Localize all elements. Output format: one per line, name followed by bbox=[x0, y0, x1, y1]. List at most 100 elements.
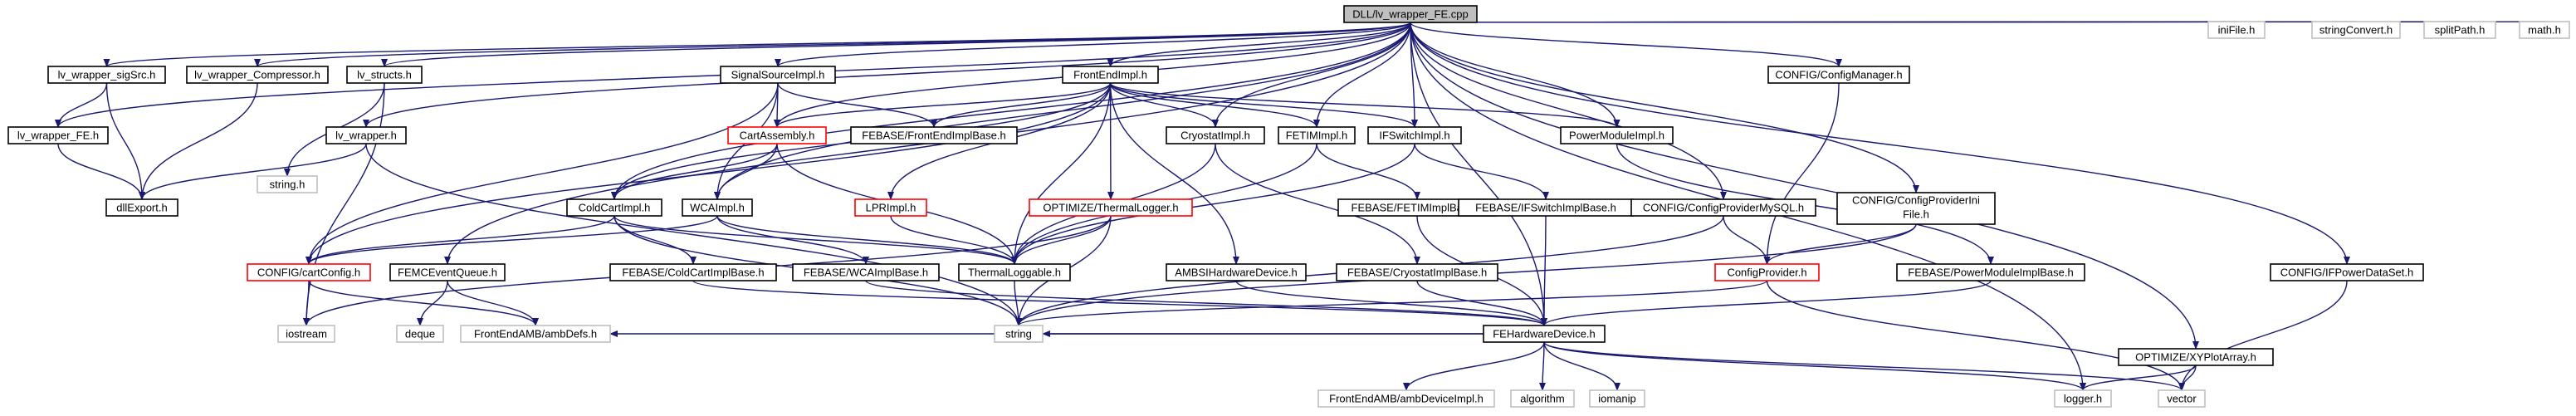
node-power-module-impl-base[interactable]: FEBASE/PowerModuleImplBase.h bbox=[1896, 263, 2085, 281]
node-label: FrontEndImpl.h bbox=[1073, 68, 1147, 81]
node-label: CONFIG/ConfigProviderMySQL.h bbox=[1643, 201, 1804, 213]
node-label: algorithm bbox=[1520, 392, 1564, 404]
node-algorithm[interactable]: algorithm bbox=[1510, 389, 1575, 408]
node-lprimpl[interactable]: LPRImpl.h bbox=[854, 198, 927, 217]
edge-front-end-impl-to-cart-config bbox=[306, 82, 1112, 265]
node-vector[interactable]: vector bbox=[2158, 389, 2206, 408]
node-ambsihardware-device[interactable]: AMBSIHardwareDevice.h bbox=[1166, 263, 1307, 281]
node-label: CONFIG/ConfigManager.h bbox=[1775, 68, 1902, 81]
node-config-manager[interactable]: CONFIG/ConfigManager.h bbox=[1767, 66, 1910, 84]
node-box bbox=[1714, 263, 1820, 281]
node-lv-wrapper-compressor[interactable]: lv_wrapper_Compressor.h bbox=[186, 66, 329, 84]
node-label: CartAssembly.h bbox=[740, 129, 815, 141]
node-box bbox=[792, 263, 940, 281]
node-root[interactable]: DLL/lv_wrapper_FE.cpp bbox=[1343, 5, 1478, 23]
edge-cart-assembly-to-cold-cart-impl bbox=[611, 143, 778, 200]
node-iostream[interactable]: iostream bbox=[277, 325, 335, 343]
node-label: OPTIMIZE/ThermalLogger.h bbox=[1043, 201, 1178, 213]
edge-root-to-xyplot-array bbox=[1410, 22, 2199, 350]
node-dll-export[interactable]: dllExport.h bbox=[105, 198, 178, 217]
edge-front-end-impl-to-cryostat-impl bbox=[1109, 82, 1219, 128]
node-xyplot-array[interactable]: OPTIMIZE/XYPlotArray.h bbox=[2118, 348, 2274, 366]
node-front-end-impl-base[interactable]: FEBASE/FrontEndImplBase.h bbox=[850, 126, 1018, 144]
node-cold-cart-impl-base[interactable]: FEBASE/ColdCartImplBase.h bbox=[609, 263, 777, 281]
edge-root-to-lv-wrapper-compressor bbox=[254, 22, 1411, 67]
node-box bbox=[1278, 126, 1356, 144]
node-fetimimpl-base[interactable]: FEBASE/FETIMImplBase.h bbox=[1337, 198, 1497, 217]
edge-front-end-impl-to-cart-assembly bbox=[774, 82, 1112, 128]
node-label: iniFile.h bbox=[2218, 23, 2256, 36]
node-string-convert[interactable]: stringConvert.h bbox=[2311, 21, 2401, 39]
node-label: FEBASE/ColdCartImplBase.h bbox=[622, 266, 764, 278]
node-lv-wrapper[interactable]: lv_wrapper.h bbox=[325, 126, 407, 144]
edge-ifswitch-impl-to-ifswitch-impl-base bbox=[1414, 143, 1549, 200]
edge-cryostat-impl-base-to-fehardware-device bbox=[1416, 280, 1547, 326]
edge-signal-source-impl-to-cart-config bbox=[306, 82, 779, 265]
node-label: FrontEndAMB/ambDeviceImpl.h bbox=[1329, 392, 1484, 404]
node-box bbox=[460, 325, 611, 343]
node-label: string.h bbox=[270, 178, 306, 190]
edge-front-end-impl-to-thermal-logger bbox=[1107, 82, 1114, 200]
node-wcaimpl[interactable]: WCAImpl.h bbox=[682, 198, 753, 217]
node-fehardware-device[interactable]: FEHardwareDevice.h bbox=[1483, 325, 1606, 343]
node-lv-wrapper-sig-src[interactable]: lv_wrapper_sigSrc.h bbox=[47, 66, 166, 84]
node-femcevent-queue[interactable]: FEMCEventQueue.h bbox=[389, 263, 506, 281]
node-label: lv_wrapper_Compressor.h bbox=[194, 68, 320, 81]
node-iomanip[interactable]: iomanip bbox=[1589, 389, 1645, 408]
node-lv-structs[interactable]: lv_structs.h bbox=[346, 66, 423, 84]
node-label: CONFIG/IFPowerDataSet.h bbox=[2280, 266, 2413, 278]
node-math[interactable]: math.h bbox=[2519, 21, 2570, 39]
node-cryostat-impl[interactable]: CryostatImpl.h bbox=[1166, 126, 1265, 144]
edge-lv-wrapper-fe-to-dll-export bbox=[57, 143, 145, 200]
node-label: lv_structs.h bbox=[357, 68, 412, 81]
node-box bbox=[994, 325, 1044, 343]
node-wcaimpl-base[interactable]: FEBASE/WCAImplBase.h bbox=[792, 263, 940, 281]
node-signal-source-impl[interactable]: SignalSourceImpl.h bbox=[720, 66, 836, 84]
node-fetimimpl[interactable]: FETIMImpl.h bbox=[1278, 126, 1356, 144]
node-label: FEBASE/CryostatImplBase.h bbox=[1347, 266, 1487, 278]
node-deque[interactable]: deque bbox=[396, 325, 444, 343]
node-string[interactable]: string bbox=[994, 325, 1044, 343]
node-layer: DLL/lv_wrapper_FE.cpp lv_wrapper_sigSrc.h… bbox=[7, 5, 2570, 408]
edge-root-to-lv-structs bbox=[381, 22, 1411, 67]
node-amb-device-impl[interactable]: FrontEndAMB/ambDeviceImpl.h bbox=[1317, 389, 1495, 408]
node-cold-cart-impl[interactable]: ColdCartImpl.h bbox=[566, 198, 662, 217]
node-box bbox=[720, 66, 836, 84]
edge-root-to-signal-source-impl bbox=[775, 22, 1411, 67]
node-ifswitch-impl-base[interactable]: FEBASE/IFSwitchImplBase.h bbox=[1458, 198, 1634, 217]
edge-fehardware-device-to-iomanip bbox=[1543, 341, 1620, 391]
node-cart-config[interactable]: CONFIG/cartConfig.h bbox=[247, 263, 371, 281]
node-split-path[interactable]: splitPath.h bbox=[2423, 21, 2496, 39]
node-box bbox=[1510, 389, 1575, 408]
node-ini-file[interactable]: iniFile.h bbox=[2207, 21, 2266, 39]
node-stringh[interactable]: string.h bbox=[257, 175, 318, 193]
node-config-provider[interactable]: ConfigProvider.h bbox=[1714, 263, 1820, 281]
node-power-module-impl[interactable]: PowerModuleImpl.h bbox=[1560, 126, 1674, 144]
node-label: lv_wrapper.h bbox=[335, 129, 397, 141]
node-thermal-logger[interactable]: OPTIMIZE/ThermalLogger.h bbox=[1029, 198, 1193, 217]
node-config-provider-my-sql[interactable]: CONFIG/ConfigProviderMySQL.h bbox=[1630, 198, 1816, 217]
edge-root-to-front-end-impl bbox=[1107, 22, 1411, 67]
node-front-end-impl[interactable]: FrontEndImpl.h bbox=[1062, 66, 1159, 84]
node-ifswitch-impl[interactable]: IFSwitchImpl.h bbox=[1367, 126, 1462, 144]
node-box bbox=[2423, 21, 2496, 39]
node-box bbox=[1630, 198, 1816, 217]
node-box bbox=[325, 126, 407, 144]
node-amb-defs[interactable]: FrontEndAMB/ambDefs.h bbox=[460, 325, 611, 343]
node-label: DLL/lv_wrapper_FE.cpp bbox=[1352, 7, 1468, 20]
node-box bbox=[1560, 126, 1674, 144]
node-logger[interactable]: logger.h bbox=[2054, 389, 2112, 408]
node-thermal-loggable[interactable]: ThermalLoggable.h bbox=[958, 263, 1071, 281]
edge-front-end-impl-to-fetimimpl bbox=[1109, 82, 1320, 128]
edge-cart-config-to-amb-defs bbox=[308, 280, 539, 326]
node-label: WCAImpl.h bbox=[690, 201, 745, 213]
node-cart-assembly[interactable]: CartAssembly.h bbox=[727, 126, 827, 144]
edge-cold-cart-impl-to-cart-config bbox=[306, 215, 615, 265]
edge-config-provider-ini-file-to-config-provider bbox=[1763, 223, 1917, 265]
node-box bbox=[1317, 389, 1495, 408]
node-lv-wrapper-fe[interactable]: lv_wrapper_FE.h bbox=[7, 126, 109, 144]
node-ifpower-data-set[interactable]: CONFIG/IFPowerDataSet.h bbox=[2270, 263, 2424, 281]
node-box bbox=[47, 66, 166, 84]
node-cryostat-impl-base[interactable]: FEBASE/CryostatImplBase.h bbox=[1336, 263, 1498, 281]
